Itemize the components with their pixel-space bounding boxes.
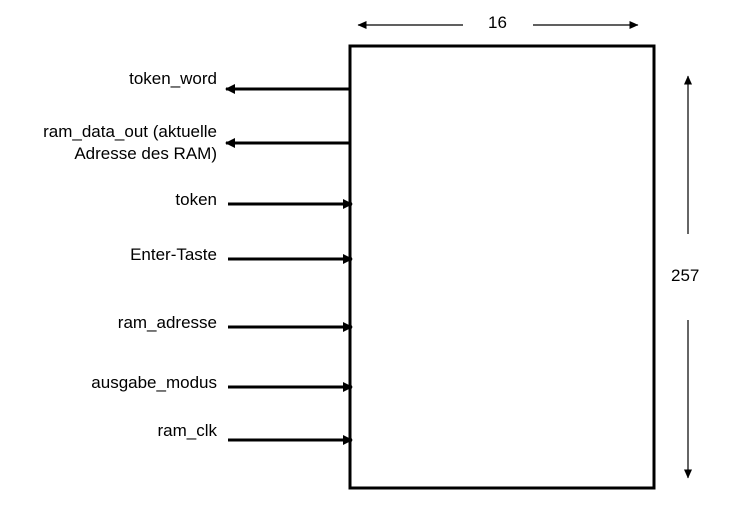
signal-label-enter-taste: Enter-Taste <box>130 245 217 264</box>
signal-label-ram-adresse: ram_adresse <box>117 313 217 332</box>
signal-label-ram-data-out: ram_data_out (aktuelle Adresse des RAM) <box>43 121 217 165</box>
signal-label-token-word: token_word <box>129 69 217 88</box>
memory-block <box>348 44 656 490</box>
signal-label-ausgabe-modus: ausgabe_modus <box>91 373 217 392</box>
signal-label-ram-data-out-line2: Adresse des RAM) <box>74 144 217 163</box>
signal-label-ram-clk: ram_clk <box>157 421 217 440</box>
signal-label-token: token <box>175 190 217 209</box>
width-dimension-label: 16 <box>488 13 507 32</box>
signal-label-ram-data-out-line1: ram_data_out (aktuelle <box>43 122 217 141</box>
height-dimension-label: 257 <box>671 266 700 285</box>
